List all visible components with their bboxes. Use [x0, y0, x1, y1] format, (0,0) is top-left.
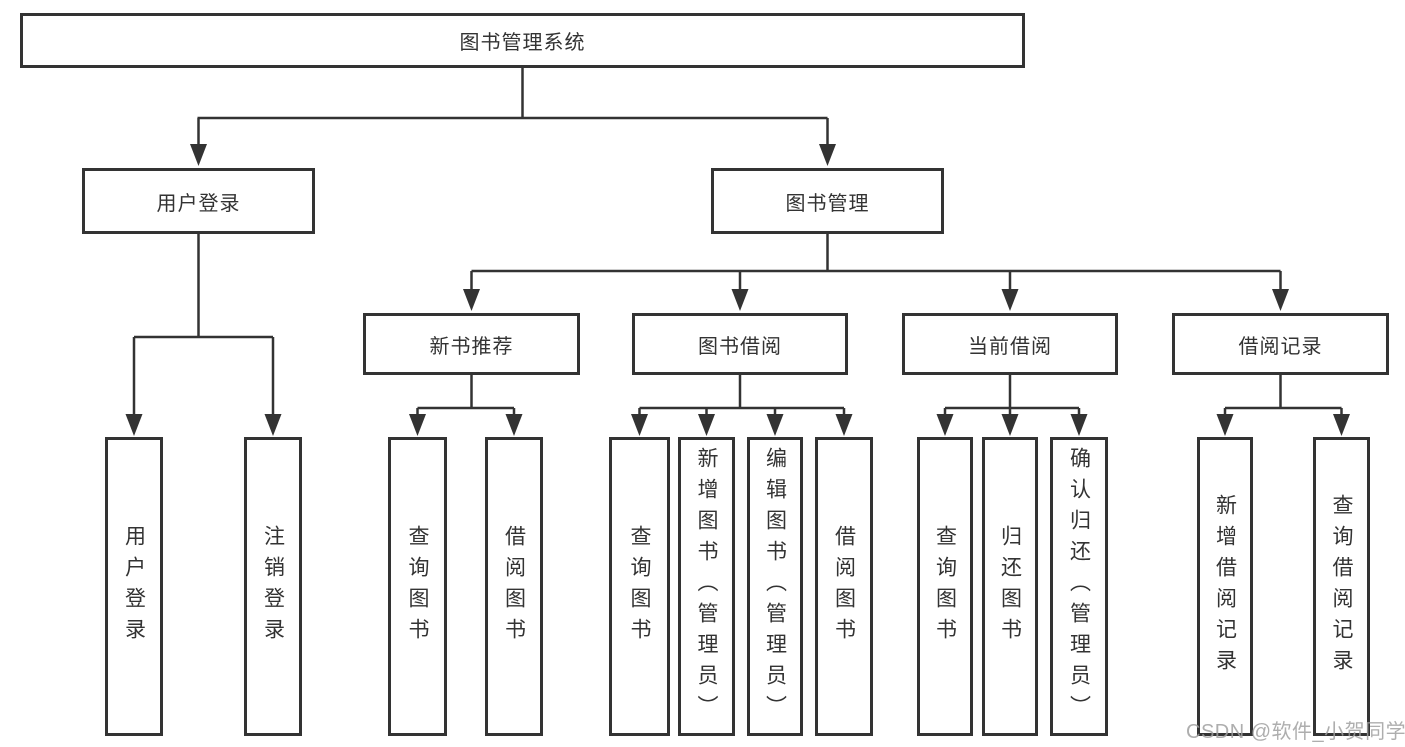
leaf-label: 归还图书 [998, 524, 1022, 649]
leaf-query-books-current: 查询图书 [917, 437, 973, 736]
leaf-label: 借阅图书 [832, 524, 856, 649]
leaf-label: 查询图书 [406, 524, 429, 649]
arrow-down-icon [505, 414, 523, 436]
leaf-label: 用户登录 [122, 524, 146, 649]
node-current-borrow: 当前借阅 [902, 313, 1118, 375]
leaf-label: 查询图书 [933, 524, 957, 649]
node-user-login: 用户登录 [82, 168, 315, 234]
arrow-down-icon [936, 414, 954, 436]
leaf-query-books-recommend: 查询图书 [388, 437, 447, 736]
arrow-down-icon [819, 144, 836, 166]
arrow-down-icon [1070, 414, 1088, 436]
leaf-add-book-admin: 新增图书（管理员） [678, 437, 735, 736]
node-book-management: 图书管理 [711, 168, 944, 234]
leaf-label: 查询图书 [628, 524, 651, 649]
leaf-label: 新增图书（管理员） [695, 447, 718, 726]
arrow-down-icon [766, 414, 784, 436]
arrow-down-icon [835, 414, 853, 436]
leaf-return-book: 归还图书 [982, 437, 1038, 736]
arrow-down-icon [264, 414, 282, 436]
arrow-down-icon [631, 414, 648, 436]
leaf-borrow-books-recommend: 借阅图书 [485, 437, 543, 736]
node-label: 图书管理系统 [459, 32, 586, 54]
leaf-label: 新增借阅记录 [1213, 493, 1237, 680]
arrow-down-icon [463, 289, 480, 311]
leaf-edit-book-admin: 编辑图书（管理员） [747, 437, 803, 736]
leaf-label: 查询借阅记录 [1330, 493, 1353, 680]
leaf-label: 编辑图书（管理员） [763, 447, 787, 726]
node-label: 用户登录 [156, 192, 241, 215]
arrow-down-icon [409, 414, 426, 436]
node-label: 当前借阅 [968, 335, 1052, 358]
arrow-down-icon [1001, 289, 1019, 311]
arrow-down-icon [1333, 414, 1350, 436]
node-label: 新书推荐 [429, 335, 514, 358]
arrow-down-icon [698, 414, 715, 436]
arrow-down-icon [125, 414, 143, 436]
leaf-logout: 注销登录 [244, 437, 302, 736]
node-label: 图书借阅 [698, 335, 782, 358]
leaf-borrow-books: 借阅图书 [815, 437, 873, 736]
node-label: 图书管理 [785, 192, 870, 215]
arrow-down-icon [731, 289, 749, 311]
csdn-watermark: CSDN @软件_小贺同学 [1186, 721, 1405, 743]
arrowheads [125, 144, 1350, 436]
leaf-label: 确认归还（管理员） [1067, 447, 1091, 726]
arrow-down-icon [1272, 289, 1289, 311]
leaf-confirm-return-admin: 确认归还（管理员） [1050, 437, 1108, 736]
arrow-down-icon [1216, 414, 1234, 436]
arrow-down-icon [1001, 414, 1019, 436]
node-label: 借阅记录 [1238, 335, 1323, 358]
node-borrow-records: 借阅记录 [1172, 313, 1389, 375]
arrow-down-icon [190, 144, 207, 166]
leaf-query-books-borrow: 查询图书 [609, 437, 670, 736]
leaf-user-login: 用户登录 [105, 437, 163, 736]
leaf-label: 注销登录 [261, 524, 285, 649]
leaf-label: 借阅图书 [502, 524, 526, 649]
leaf-add-borrow-record: 新增借阅记录 [1197, 437, 1253, 736]
leaf-query-borrow-record: 查询借阅记录 [1313, 437, 1370, 736]
node-new-book-recommend: 新书推荐 [363, 313, 580, 375]
node-book-borrow: 图书借阅 [632, 313, 848, 375]
node-library-management-system: 图书管理系统 [20, 13, 1025, 68]
